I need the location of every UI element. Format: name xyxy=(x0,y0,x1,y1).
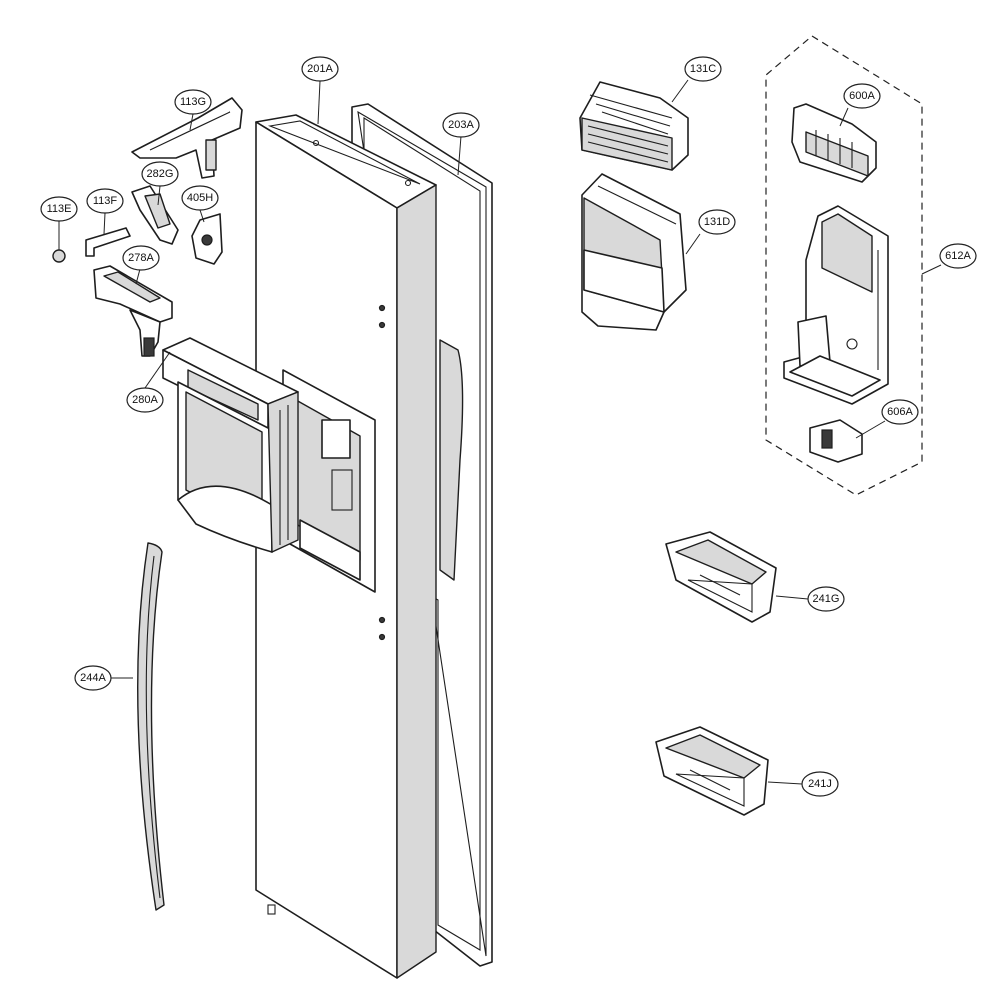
callout-600A: 600A xyxy=(843,83,881,109)
callout-241J: 241J xyxy=(801,771,839,797)
callout-405H: 405H xyxy=(181,185,219,211)
part-278a xyxy=(93,265,173,357)
door-bin-241g xyxy=(665,531,777,623)
callout-280A: 280A xyxy=(126,387,164,413)
callout-241G: 241G xyxy=(807,586,845,612)
callout-113E: 113E xyxy=(40,196,78,222)
callout-606A: 606A xyxy=(881,399,919,425)
auger-motor xyxy=(809,419,863,463)
callout-612A: 612A xyxy=(939,243,977,269)
callout-282G: 282G xyxy=(141,161,179,187)
icemaker-housing xyxy=(783,205,889,405)
door-bin-241j xyxy=(655,726,769,816)
callout-label: 203A xyxy=(448,119,474,131)
ice-bucket xyxy=(581,173,687,331)
part-282g xyxy=(131,185,179,245)
callout-label: 241G xyxy=(813,593,840,605)
callout-label: 282G xyxy=(147,168,174,180)
callout-label: 113F xyxy=(93,195,118,207)
callout-label: 201A xyxy=(307,63,333,75)
dispenser-cover xyxy=(162,337,299,553)
dispenser-recess xyxy=(282,369,376,593)
bracket-113g xyxy=(131,97,243,179)
ice-bucket-cover xyxy=(579,81,689,171)
callout-label: 244A xyxy=(80,672,106,684)
leader-lines xyxy=(58,79,942,785)
callout-203A: 203A xyxy=(442,112,480,138)
callout-label: 278A xyxy=(128,252,154,264)
callout-label: 280A xyxy=(132,394,158,406)
callout-label: 131C xyxy=(690,63,716,75)
callout-244A: 244A xyxy=(74,665,112,691)
callout-201A: 201A xyxy=(301,56,339,82)
part-405h xyxy=(191,213,223,265)
callout-label: 600A xyxy=(849,90,875,102)
callout-278A: 278A xyxy=(122,245,160,271)
callout-label: 113E xyxy=(47,203,72,215)
callout-label: 131D xyxy=(704,216,730,228)
callout-131D: 131D xyxy=(698,209,736,235)
part-113e xyxy=(52,249,66,263)
icemaker xyxy=(791,103,877,183)
door-handle xyxy=(137,542,165,911)
callout-113G: 113G xyxy=(174,89,212,115)
callout-113F: 113F xyxy=(86,188,124,214)
callout-131C: 131C xyxy=(684,56,722,82)
callout-label: 405H xyxy=(187,192,213,204)
callout-label: 113G xyxy=(180,96,206,108)
callout-label: 612A xyxy=(945,250,971,262)
callout-label: 241J xyxy=(808,778,832,790)
part-113f xyxy=(85,227,131,257)
callout-label: 606A xyxy=(887,406,913,418)
